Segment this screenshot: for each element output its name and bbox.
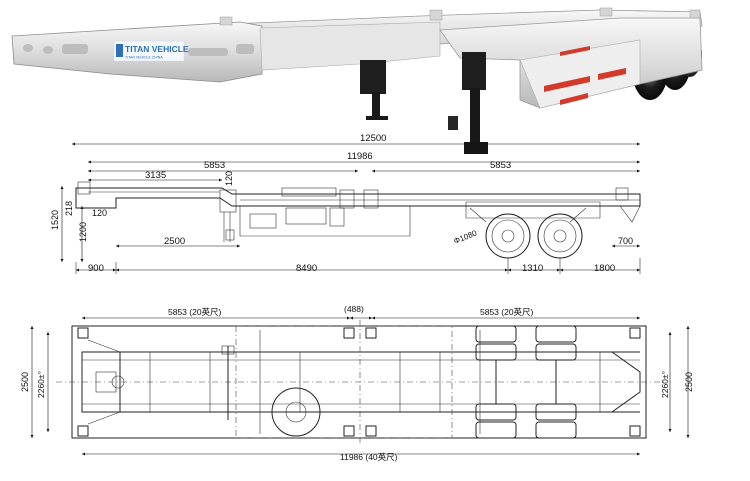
dim-width-inner-right: 2260±° — [660, 371, 670, 398]
reflector-tapes — [544, 46, 626, 105]
dim-rear-offset: 5853 — [490, 160, 511, 171]
logo-subtext: TITAN VEHICLE CHINA — [125, 56, 163, 60]
logo-text: TITAN VEHICLE — [125, 44, 189, 54]
dim-neck-120: 120 — [92, 208, 107, 218]
dim-neck-218: 218 — [64, 201, 74, 216]
dim-front-20ft: 5853 (20英尺) — [168, 307, 222, 317]
side-view-drawing: 12500 11986 5853 5853 3135 120 1520 218 … — [50, 133, 641, 274]
top-view-drawing: 5853 (20英尺) (488) 5853 (20英尺) 2500 2260±… — [20, 304, 694, 462]
dim-front-offset: 5853 — [204, 160, 225, 171]
dim-width-inner-left: 2260±° — [36, 371, 46, 398]
dim-bottom-900: 900 — [88, 263, 104, 274]
twist-locks — [77, 327, 641, 437]
dim-landing-leg: 2500 — [164, 236, 185, 247]
dim-rear-700: 700 — [618, 236, 633, 246]
dim-king-height: 1200 — [78, 222, 88, 242]
dim-frame-length: 11986 — [347, 151, 373, 162]
dim-width-outer-left: 2500 — [20, 372, 30, 392]
dim-width-outer-right: 2500 — [684, 372, 694, 392]
dim-bottom-8490: 8490 — [296, 263, 317, 274]
dim-axle-spacing: 1310 — [522, 263, 543, 274]
dim-gooseneck-length: 3135 — [145, 170, 166, 181]
dim-rear-20ft: 5853 (20英尺) — [480, 307, 534, 317]
side-wheel-front — [485, 213, 531, 259]
dim-wheel-dia: Φ1080 — [452, 228, 478, 246]
axle-group — [475, 325, 577, 439]
dim-gooseneck-height: 120 — [224, 171, 234, 186]
side-wheel-rear — [537, 213, 583, 259]
brand-logo: TITAN VEHICLE TITAN VEHICLE CHINA — [113, 40, 189, 62]
logo-mark — [116, 44, 123, 57]
trailer-photo: TITAN VEHICLE TITAN VEHICLE CHINA — [11, 7, 703, 154]
dim-frame-height: 1520 — [50, 210, 60, 230]
dim-rear-1800: 1800 — [594, 263, 615, 274]
dim-overall-length: 12500 — [360, 133, 386, 144]
dim-center-gap: (488) — [344, 304, 364, 314]
dim-frame-40ft: 11986 (40英尺) — [340, 452, 398, 462]
spare-wheel — [271, 387, 321, 437]
